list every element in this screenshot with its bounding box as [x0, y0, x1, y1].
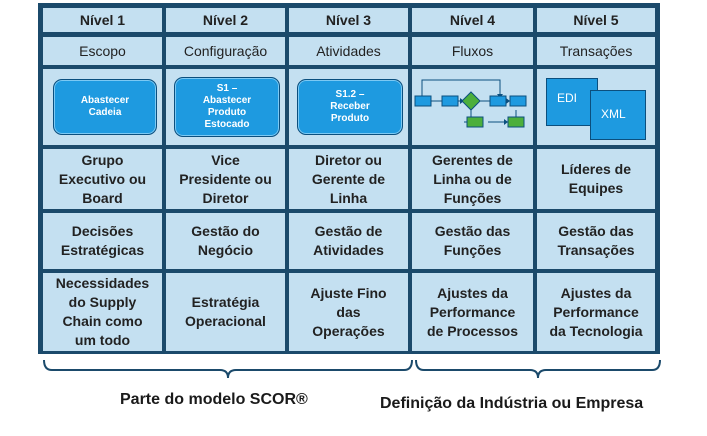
process-box-level-1: Abastecer Cadeia [53, 79, 157, 135]
owner-level-2: Vice Presidente ou Diretor [163, 146, 288, 212]
topic-activities: Atividades [286, 34, 411, 68]
header-level-3: Nível 3 [286, 5, 411, 35]
management-level-5: Gestão das Transações [534, 210, 658, 272]
flow-box-green-a [466, 116, 484, 128]
adjustment-level-1: Necessidades do Supply Chain como um tod… [40, 270, 165, 354]
adjustment-level-2: Estratégia Operacional [163, 270, 288, 354]
owner-level-1: Grupo Executivo ou Board [40, 146, 165, 212]
owner-level-3: Diretor ou Gerente de Linha [286, 146, 411, 212]
header-level-4: Nível 4 [409, 5, 536, 35]
topic-flows: Fluxos [409, 34, 536, 68]
flow-box-green-b [507, 116, 525, 128]
flow-box-start [414, 95, 432, 107]
flow-box-b [489, 95, 507, 107]
process-box-level-3: S1.2 – Receber Produto [297, 79, 403, 135]
grouping-braces [43, 359, 661, 379]
adjustment-level-4: Ajustes da Performance de Processos [409, 270, 536, 354]
flow-box-end [509, 95, 527, 107]
footer-industry-label: Definição da Indústria ou Empresa [380, 395, 644, 412]
flow-decision [461, 91, 481, 111]
header-level-1: Nível 1 [40, 5, 165, 35]
topic-configuration: Configuração [163, 34, 288, 68]
topic-scope: Escopo [40, 34, 165, 68]
xml-document-icon: XML [590, 90, 646, 140]
header-level-2: Nível 2 [163, 5, 288, 35]
brace-industry [415, 359, 661, 379]
management-level-3: Gestão de Atividades [286, 210, 411, 272]
adjustment-level-5: Ajustes da Performance da Tecnologia [534, 270, 658, 354]
topic-transactions: Transações [534, 34, 658, 68]
flow-box-a [441, 95, 459, 107]
management-level-4: Gestão das Funções [409, 210, 536, 272]
process-flow-diagram [414, 79, 527, 128]
process-box-level-2: S1 – Abastecer Produto Estocado [174, 77, 280, 137]
footer-scor-label: Parte do modelo SCOR® [120, 391, 308, 408]
management-level-1: Decisões Estratégicas [40, 210, 165, 272]
owner-level-4: Gerentes de Linha ou de Funções [409, 146, 536, 212]
adjustment-level-3: Ajuste Fino das Operações [286, 270, 411, 354]
brace-scor [43, 359, 413, 379]
owner-level-5: Líderes de Equipes [534, 146, 658, 212]
management-level-2: Gestão do Negócio [163, 210, 288, 272]
header-level-5: Nível 5 [534, 5, 658, 35]
